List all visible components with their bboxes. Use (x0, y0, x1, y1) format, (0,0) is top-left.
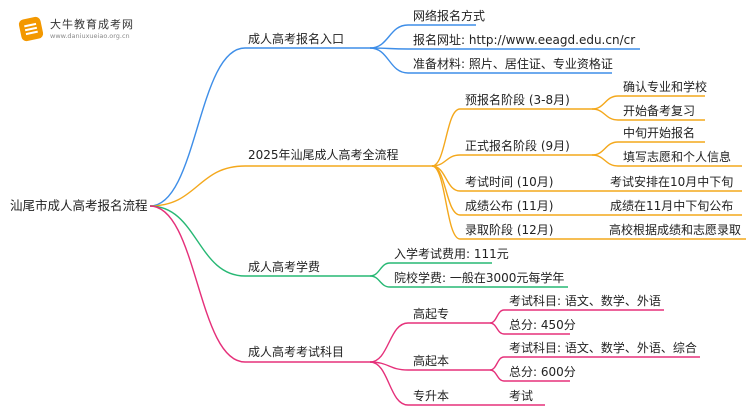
leaf-gqz-subjects: 考试科目: 语文、数学、外语 (509, 294, 661, 308)
edge-registration-2 (369, 47, 409, 74)
book-icon (17, 15, 45, 43)
level-junior-to-bachelor: 专升本 (413, 389, 450, 403)
leaf-materials: 准备材料: 照片、居住证、专业资格证 (413, 57, 613, 71)
leaf-tuition-fee: 院校学费: 一般在3000元每学年 (394, 271, 565, 285)
leaf-exam-schedule: 考试安排在10月中下旬 (610, 175, 734, 189)
edge-leaf-formal-1 (591, 154, 619, 167)
leaf-registration-url: 报名网址: http://www.eeagd.edu.cn/cr (413, 33, 636, 47)
level-high-to-bachelor: 高起本 (413, 354, 450, 368)
edge-fee-1 (369, 275, 391, 288)
edge-level-0 (369, 322, 409, 363)
edge-stage-4 (431, 165, 461, 240)
stage-pre-registration: 预报名阶段 (3-8月) (465, 93, 570, 107)
edge-gqb-0 (489, 356, 505, 371)
leaf-admission-rule: 高校根据成绩和志愿录取 (609, 223, 742, 237)
branch-exam-subjects: 成人高考考试科目 (248, 345, 345, 359)
edge-root-subjects (149, 205, 246, 363)
edge-stage-2 (431, 165, 461, 192)
edge-root-process (149, 165, 246, 207)
leaf-mid-month-registration: 中旬开始报名 (623, 126, 696, 140)
leaf-results-release: 成绩在11月中下旬公布 (610, 199, 734, 213)
stage-admission: 录取阶段 (12月) (465, 223, 554, 237)
edge-fee-0 (369, 262, 391, 277)
leaf-gqb-total: 总分: 600分 (509, 365, 576, 379)
edge-gqz-1 (489, 322, 505, 335)
stage-results: 成绩公布 (11月) (465, 199, 554, 213)
leaf-confirm-major: 确认专业和学校 (623, 80, 708, 94)
edge-root-fees (149, 205, 246, 277)
leaf-gqb-subjects: 考试科目: 语文、数学、外语、综合 (509, 341, 697, 355)
edge-gqb-1 (489, 369, 505, 382)
stage-formal-registration: 正式报名阶段 (9月) (465, 139, 570, 153)
edge-gqz-0 (489, 309, 505, 324)
leaf-online-registration: 网络报名方式 (413, 9, 486, 23)
level-high-to-junior-college: 高起专 (413, 307, 450, 321)
branch-full-process: 2025年汕尾成人高考全流程 (248, 148, 399, 162)
leaf-exam-fee: 入学考试费用: 111元 (394, 247, 509, 261)
logo-domain-text: www.daniuxueiao.org.cn (50, 32, 130, 40)
branch-fees: 成人高考学费 (248, 260, 321, 274)
edge-leaf-pre-0 (591, 95, 619, 110)
site-logo[interactable]: 大牛教育成考网 www.daniuxueiao.org.cn (14, 14, 144, 46)
edge-root-registration (149, 47, 246, 207)
leaf-start-review: 开始备考复习 (623, 104, 696, 118)
logo-brand-text: 大牛教育成考网 (50, 18, 134, 31)
stage-exam-time: 考试时间 (10月) (465, 175, 554, 189)
edge-leaf-formal-0 (591, 141, 619, 156)
edge-stage-1 (431, 154, 461, 167)
root-node: 汕尾市成人高考报名流程 (10, 198, 148, 213)
leaf-zsb-exam: 考试 (509, 389, 534, 403)
edge-registration-0 (369, 24, 409, 49)
leaf-fill-preferences: 填写志愿和个人信息 (623, 150, 732, 164)
edge-stage-0 (431, 108, 461, 167)
edge-level-2 (369, 361, 409, 406)
edge-leaf-pre-1 (591, 108, 619, 121)
leaf-gqz-total: 总分: 450分 (509, 318, 576, 332)
branch-registration-entry: 成人高考报名入口 (248, 32, 345, 46)
